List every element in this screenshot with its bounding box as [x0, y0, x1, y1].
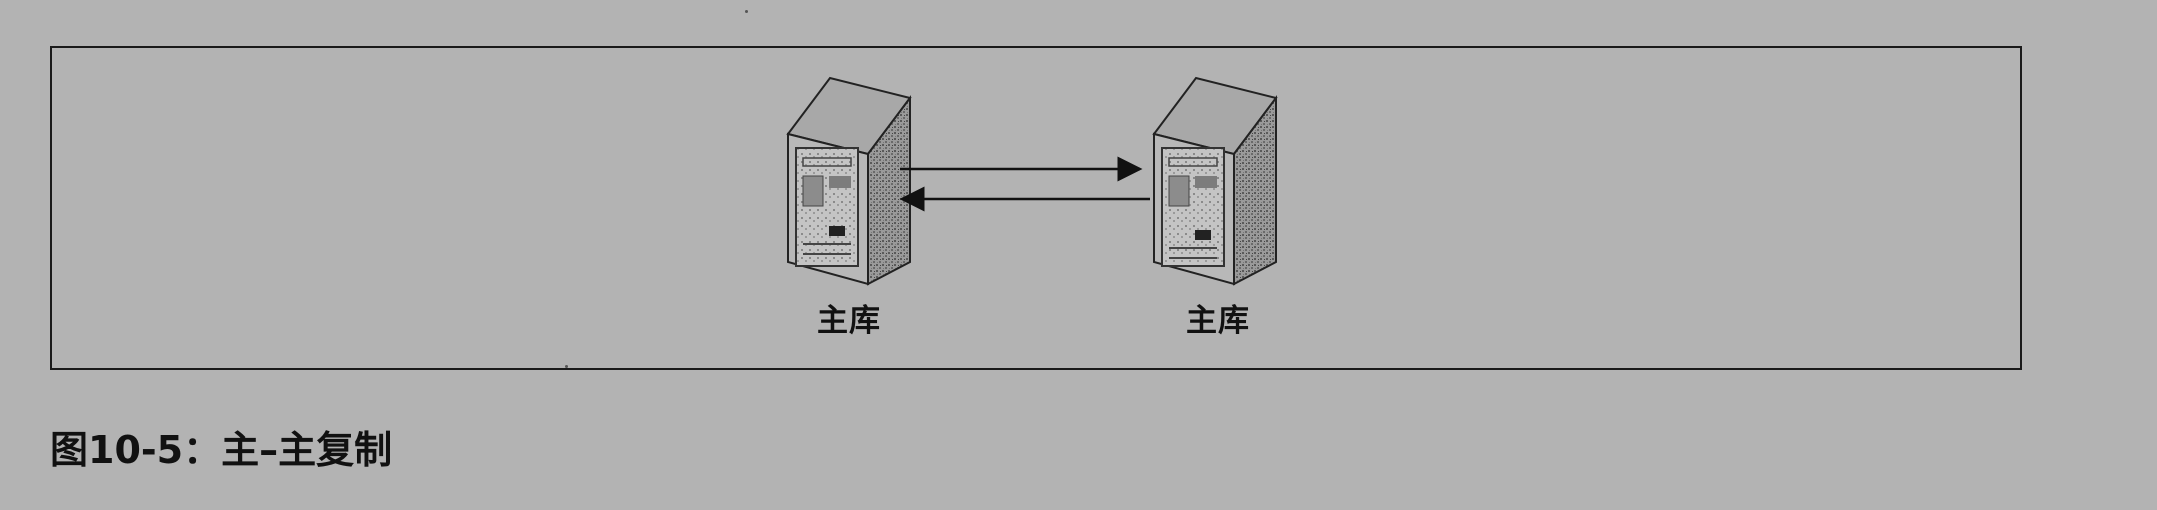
figure-caption: 图10-5：主–主复制 — [50, 428, 393, 472]
node-label-left: 主库 — [817, 303, 881, 339]
scan-speck — [745, 10, 748, 13]
diagram-frame — [50, 46, 2022, 370]
server-tower-icon — [1152, 76, 1278, 286]
scan-speck — [565, 365, 568, 368]
node-label-right: 主库 — [1186, 303, 1250, 339]
server-tower-icon — [786, 76, 912, 286]
